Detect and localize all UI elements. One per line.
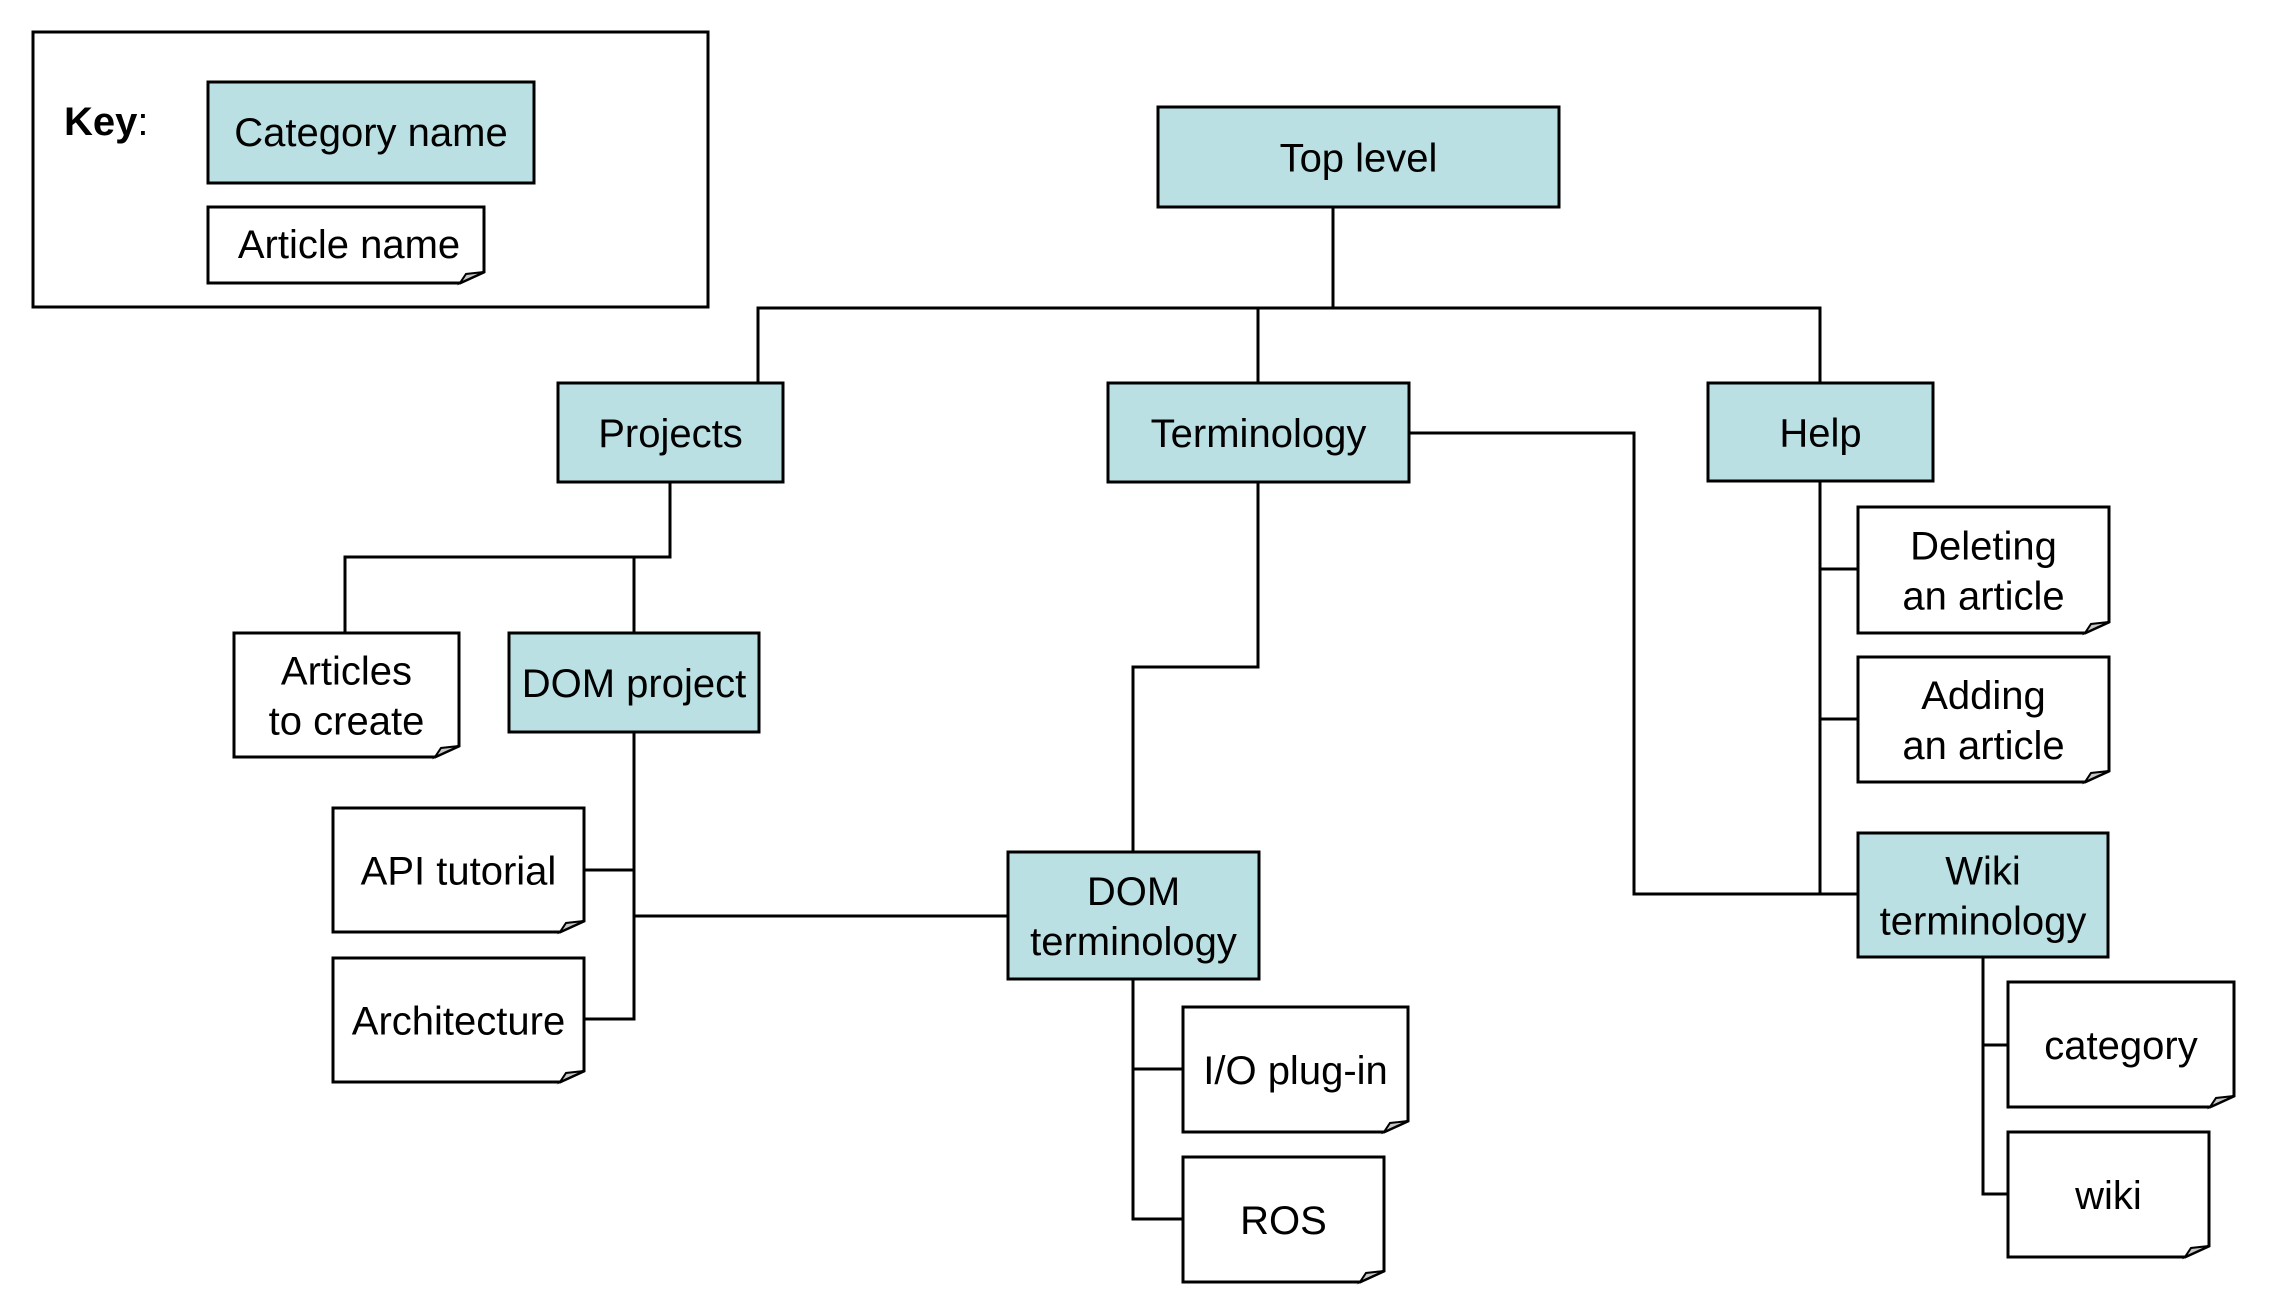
node-label: terminology [1880, 899, 2087, 943]
page-fold-icon [1381, 1120, 1409, 1135]
page-fold-icon [557, 920, 585, 935]
category-box [1156, 105, 1561, 209]
node-projects: Projects [556, 381, 785, 484]
node-dom-project: DOM project [507, 631, 761, 734]
node-label: category [2044, 1024, 2197, 1068]
node-label: Terminology [1151, 412, 1367, 456]
category-box [1856, 831, 2110, 959]
page-fold-icon [2082, 621, 2110, 636]
connector-terminology-to-wiki-terminology [1407, 431, 1860, 896]
page-fold-icon [2082, 770, 2110, 785]
page-fold-icon [432, 745, 460, 760]
legend-title-word: Key [64, 100, 138, 144]
node-terminology: Terminology [1106, 381, 1411, 484]
node-ros: ROS [1181, 1155, 1386, 1285]
node-label: DOM project [522, 662, 747, 706]
legend-title: Key: [64, 100, 149, 144]
legend: Key: Category name Article name [31, 30, 710, 309]
node-label: DOM [1087, 870, 1180, 914]
node-label: Top level [1280, 136, 1438, 180]
node-wiki: wiki [2006, 1130, 2211, 1260]
page-fold-icon [2207, 1095, 2235, 1110]
node-label: Adding [1921, 674, 2046, 718]
node-io-plugin: I/O plug-in [1181, 1005, 1410, 1135]
category-box [1006, 850, 1261, 981]
node-wiki-terminology: Wiki terminology [1856, 831, 2110, 959]
node-deleting-article: Deleting an article [1856, 505, 2111, 636]
connector-dom-project-down [582, 730, 636, 1021]
node-label: an article [1902, 574, 2064, 618]
node-label: Wiki [1945, 849, 2021, 893]
node-adding-article: Adding an article [1856, 655, 2111, 785]
node-label: Projects [598, 412, 743, 456]
category-box [556, 381, 785, 484]
node-label: to create [269, 699, 425, 743]
node-label: I/O plug-in [1203, 1049, 1388, 1093]
category-box [1706, 381, 1935, 483]
legend-frame [31, 30, 710, 309]
node-architecture: Architecture [331, 956, 586, 1085]
node-label: an article [1902, 724, 2064, 768]
page-fold-icon [457, 271, 485, 286]
page-fold-icon [557, 1070, 585, 1085]
node-category: category [2006, 980, 2236, 1110]
connector-dom-terminology-down [1131, 977, 1185, 1221]
node-label: Articles [281, 649, 412, 693]
connector-terminology-to-dom-terminology [1131, 480, 1260, 854]
node-label: API tutorial [361, 849, 557, 893]
category-box [1106, 381, 1411, 484]
legend-category-label: Category name [234, 111, 507, 155]
connector-projects-down [343, 480, 672, 635]
legend-article-label: Article name [238, 223, 460, 267]
node-label: wiki [2074, 1174, 2142, 1218]
category-box [507, 631, 761, 734]
node-api-tutorial: API tutorial [331, 806, 586, 935]
node-label: Deleting [1910, 524, 2057, 568]
legend-article-sample: Article name [206, 205, 486, 286]
connectors [343, 205, 2010, 1221]
page-fold-icon [2182, 1245, 2210, 1260]
node-dom-terminology: DOM terminology [1006, 850, 1261, 981]
node-label: Architecture [352, 999, 565, 1043]
node-top-level: Top level [1156, 105, 1561, 209]
page-fold-icon [1357, 1270, 1385, 1285]
node-articles-to-create: Articles to create [232, 631, 461, 760]
legend-title-colon: : [137, 100, 148, 144]
node-help: Help [1706, 381, 1935, 483]
legend-category-box [206, 80, 536, 185]
legend-category-sample: Category name [206, 80, 536, 185]
node-label: Help [1779, 411, 1861, 455]
node-label: terminology [1030, 920, 1237, 964]
node-label: ROS [1240, 1199, 1327, 1243]
connector-wiki-terminology-down [1981, 955, 2010, 1196]
